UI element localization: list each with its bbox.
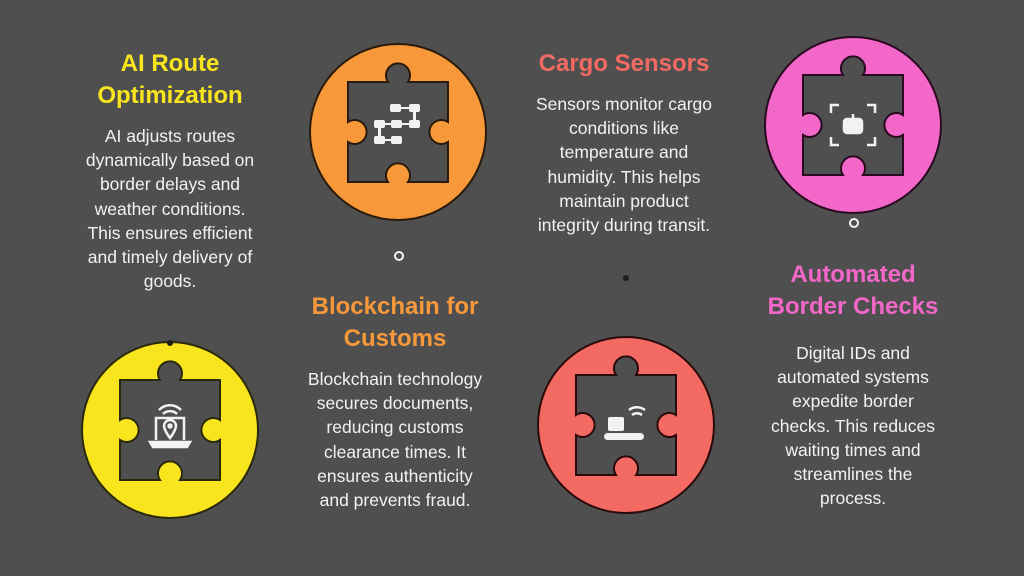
connector-dot: [394, 251, 404, 261]
title-line: Optimization: [97, 82, 243, 109]
laptop-location-icon: [147, 403, 193, 449]
body-line: This ensures efficient: [87, 222, 253, 243]
body-line: weather conditions.: [94, 198, 246, 219]
title-line: Customs: [343, 325, 447, 352]
body-line: temperature and: [559, 142, 689, 163]
step-description: AI adjusts routes dynamically based on b…: [86, 124, 254, 293]
title-line: Blockchain for: [311, 293, 479, 320]
step-title: Cargo Sensors: [536, 48, 712, 80]
body-line: goods.: [143, 271, 197, 292]
body-line: Blockchain technology: [307, 369, 483, 389]
step-title: AI Route Optimization: [86, 48, 254, 112]
body-line: ensures authenticity: [317, 465, 473, 486]
connector-dot: [623, 275, 629, 281]
body-line: and timely delivery of: [87, 247, 253, 268]
title-line: Cargo Sensors: [538, 50, 710, 77]
body-line: humidity. This helps: [547, 166, 701, 187]
title-line: Automated: [790, 261, 916, 288]
conveyor-sensor-icon: [604, 406, 646, 440]
body-line: integrity during transit.: [537, 215, 711, 236]
body-line: waiting times and: [785, 439, 921, 460]
step-description: Digital IDs and automated systems expedi…: [768, 341, 939, 510]
step-ai-route-optimization: AI Route Optimization AI adjusts routes …: [86, 48, 254, 293]
puzzle-circle-orange: [309, 43, 487, 221]
body-line: maintain product: [559, 190, 689, 211]
body-line: and prevents fraud.: [319, 490, 471, 511]
body-line: streamlines the: [793, 464, 913, 485]
body-line: secures documents,: [316, 393, 474, 414]
body-line: conditions like: [569, 118, 679, 139]
body-line: automated systems: [777, 367, 929, 388]
step-description: Blockchain technology secures documents,…: [308, 367, 482, 512]
puzzle-circle-pink: [764, 36, 942, 214]
body-line: reducing customs: [326, 417, 464, 438]
puzzle-circle-coral: [537, 336, 715, 514]
step-blockchain-for-customs: Blockchain for Customs Blockchain techno…: [308, 291, 482, 512]
step-automated-border-checks: Automated Border Checks Digital IDs and …: [768, 259, 939, 510]
body-line: Sensors monitor cargo: [535, 94, 713, 114]
body-line: border delays and: [99, 174, 241, 195]
body-line: clearance times. It: [323, 441, 466, 462]
step-description: Sensors monitor cargo conditions like te…: [536, 92, 712, 237]
body-line: AI adjusts routes: [104, 126, 236, 146]
body-line: Digital IDs and: [796, 343, 910, 363]
network-flow-icon: [374, 104, 420, 144]
step-cargo-sensors: Cargo Sensors Sensors monitor cargo cond…: [536, 48, 712, 237]
robot-scan-icon: [829, 103, 877, 147]
connector-dot: [167, 340, 173, 346]
title-line: Border Checks: [767, 293, 939, 320]
body-line: checks. This reduces: [770, 415, 936, 436]
step-title: Blockchain for Customs: [308, 291, 482, 355]
body-line: process.: [819, 488, 887, 509]
title-line: AI Route: [120, 50, 220, 77]
connector-dot: [849, 218, 859, 228]
puzzle-circle-yellow: [81, 341, 259, 519]
step-title: Automated Border Checks: [768, 259, 939, 323]
body-line: expedite border: [792, 391, 914, 412]
body-line: dynamically based on: [85, 150, 255, 171]
